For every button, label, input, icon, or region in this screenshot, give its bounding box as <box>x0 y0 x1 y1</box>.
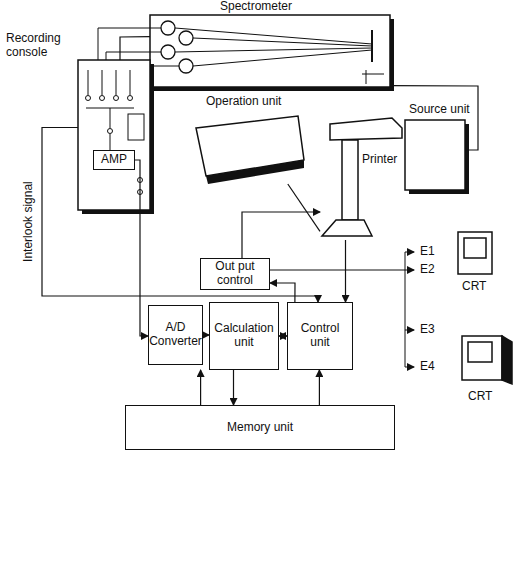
connector <box>270 283 295 302</box>
connector <box>233 370 234 405</box>
terminal-name: E3 <box>420 323 435 336</box>
connector <box>42 128 318 303</box>
console-front <box>206 160 304 184</box>
calculation-box: Calculation unit <box>209 302 279 370</box>
memory-box: Memory unit <box>125 405 395 450</box>
connector <box>390 86 478 150</box>
crt-terminal <box>458 232 512 384</box>
operation-unit: Operation unit <box>190 112 305 184</box>
spectrometer-housing <box>150 15 390 87</box>
node-label: AMP <box>101 153 127 167</box>
node-label: Source unit <box>409 103 470 117</box>
node-label: Recording console <box>6 32 72 60</box>
connector <box>200 370 201 405</box>
node-label: Spectrometer <box>220 0 292 14</box>
source-unit <box>405 120 465 190</box>
connector <box>288 184 320 231</box>
terminal-name: E4 <box>420 360 435 373</box>
connector <box>135 160 148 336</box>
output-control-box: Out put control <box>200 258 270 290</box>
node-label: Printer <box>362 153 397 167</box>
optical-paths <box>175 28 384 84</box>
control-box: Control unit <box>287 302 353 370</box>
device-name: CRT <box>462 280 486 293</box>
spectrometer: Spectrometer <box>150 15 390 87</box>
terminal-name: E1 <box>420 245 435 258</box>
connector <box>120 37 150 60</box>
recording-console <box>78 60 150 210</box>
connector <box>279 335 287 336</box>
device-name: CRT <box>468 390 492 403</box>
connector <box>319 370 320 405</box>
printer-figure <box>322 118 402 236</box>
node-label: Calculation unit <box>213 322 275 350</box>
terminal-name: E2 <box>420 263 435 276</box>
connector <box>345 240 346 302</box>
converter-box: A/D Converter <box>148 305 203 365</box>
signal-name: Interlook signal <box>21 182 34 263</box>
node-label: Memory unit <box>227 421 293 435</box>
node-label: A/D Converter <box>149 321 202 349</box>
recording-console: Recording consoleAMP <box>78 60 150 210</box>
source-unit: Source unit <box>405 120 465 190</box>
printer: Printer <box>320 115 405 240</box>
connector <box>242 212 320 258</box>
node-label: Operation unit <box>206 95 281 109</box>
node-label: Control unit <box>291 322 349 350</box>
node-label: Out put control <box>204 260 266 288</box>
amplifier-box: AMP <box>93 150 135 170</box>
console-switches <box>86 70 145 195</box>
